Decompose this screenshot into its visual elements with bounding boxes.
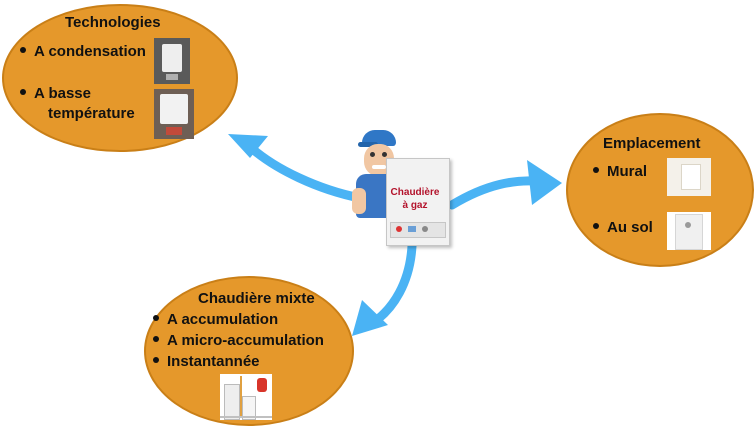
floor-boiler-icon: [667, 212, 711, 250]
mixte-item-accumulation: A accumulation: [153, 310, 278, 330]
condensing-boiler-icon: [154, 38, 190, 84]
center-boiler-label: Chaudière à gaz: [390, 187, 440, 211]
technologies-item-condensation: A condensation: [20, 42, 146, 62]
bullet-icon: [593, 167, 599, 174]
bullet-icon: [153, 315, 159, 322]
bullet-icon: [153, 336, 159, 343]
emplacement-bubble: [566, 113, 754, 267]
mixte-item-micro-accumulation: A micro-accumulation: [153, 331, 324, 351]
arrow-to-mixte: [352, 241, 417, 336]
bullet-icon: [20, 47, 26, 54]
bullet-icon: [593, 223, 599, 230]
bullet-icon: [20, 89, 26, 96]
chaudiere-mixte-title: Chaudière mixte: [198, 290, 315, 307]
technologies-item-basse: A basse: [20, 84, 91, 104]
plumber-mascot-icon: [352, 130, 452, 246]
technologies-bubble: [2, 4, 238, 152]
mixte-item-instantanee: Instantannée: [153, 352, 260, 372]
arrow-to-technologies: [228, 134, 365, 203]
arrow-to-emplacement: [447, 160, 562, 210]
bullet-icon: [153, 357, 159, 364]
technologies-title: Technologies: [65, 14, 161, 31]
emplacement-title: Emplacement: [603, 135, 701, 152]
emplacement-item-mural: Mural: [593, 162, 647, 182]
low-temperature-boiler-icon: [154, 89, 194, 139]
mixed-boiler-system-icon: [220, 374, 272, 420]
technologies-item-temperature: température: [48, 105, 135, 122]
wall-boiler-icon: [667, 158, 711, 196]
emplacement-item-ausol: Au sol: [593, 218, 653, 238]
